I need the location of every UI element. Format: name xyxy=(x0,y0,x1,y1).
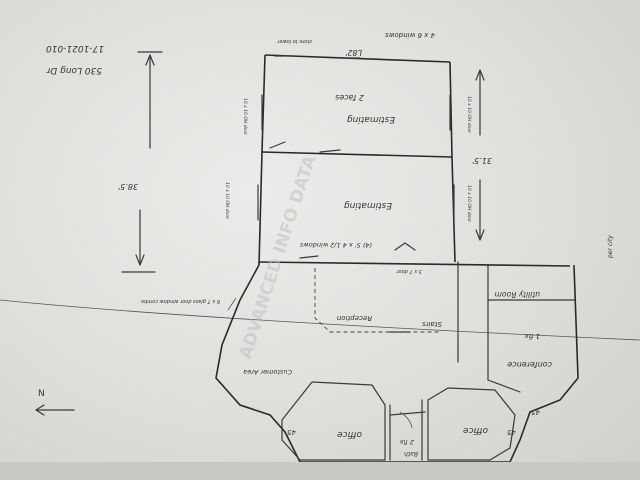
scan-bottom-edge xyxy=(0,462,640,480)
top-window-note: 4 x 6 windows xyxy=(385,31,435,39)
utility-label: utility Room xyxy=(495,290,540,299)
upper-room-sub: 2 faces xyxy=(335,93,364,102)
storefront-note: 6 x 7 glass door window combo xyxy=(141,298,220,304)
window-row xyxy=(258,242,571,363)
left-dimension: 38.5' xyxy=(118,182,138,191)
right-door-note: 10 x 10 OH door xyxy=(466,96,472,134)
dimension-lines xyxy=(121,51,485,273)
small-room-label: 2 fix xyxy=(400,438,414,446)
header-job-number: 17-1021-010 xyxy=(46,43,104,53)
angle-label-conf: 45 xyxy=(531,408,540,416)
upper-room-label: Estimating xyxy=(347,114,395,124)
header-address: 530 Long Dr xyxy=(45,65,102,75)
lower-room-label: Estimating xyxy=(344,200,392,210)
north-label: N xyxy=(38,389,45,399)
conference-label: conference xyxy=(507,360,552,369)
row-windows-note: (4) 5' x 4 1/2 windows xyxy=(299,241,372,249)
warehouse-outline xyxy=(257,54,456,266)
angle-label-right: 45 xyxy=(507,428,516,436)
reception-label: Reception xyxy=(337,314,372,322)
angle-label-left: 45 xyxy=(287,428,296,436)
city-note: per city xyxy=(607,235,614,259)
left-door-note-lower: 10 x 10 OH door xyxy=(224,182,230,220)
storage-note: store to lower xyxy=(276,38,312,44)
left-door-note: 10 x 10 OH door xyxy=(242,98,248,136)
customer-area-label: Customer Area xyxy=(243,368,292,376)
conference-sub: 1 fix xyxy=(524,332,540,340)
right-door-note-lower: 10 x 10 OH door xyxy=(466,185,472,223)
office-right-label: office xyxy=(463,425,488,435)
middle-dimension: 31.5' xyxy=(472,156,492,165)
office-left-label: office xyxy=(337,429,362,439)
north-arrow xyxy=(35,404,75,416)
row-dims-note: 3 x 7 door xyxy=(396,268,422,274)
bath-label: Bath xyxy=(404,450,418,457)
office-area-outline xyxy=(215,264,579,463)
top-dimension: L82' xyxy=(345,48,362,57)
stairs-label: Stairs xyxy=(422,320,442,328)
paper-fold xyxy=(0,299,640,341)
